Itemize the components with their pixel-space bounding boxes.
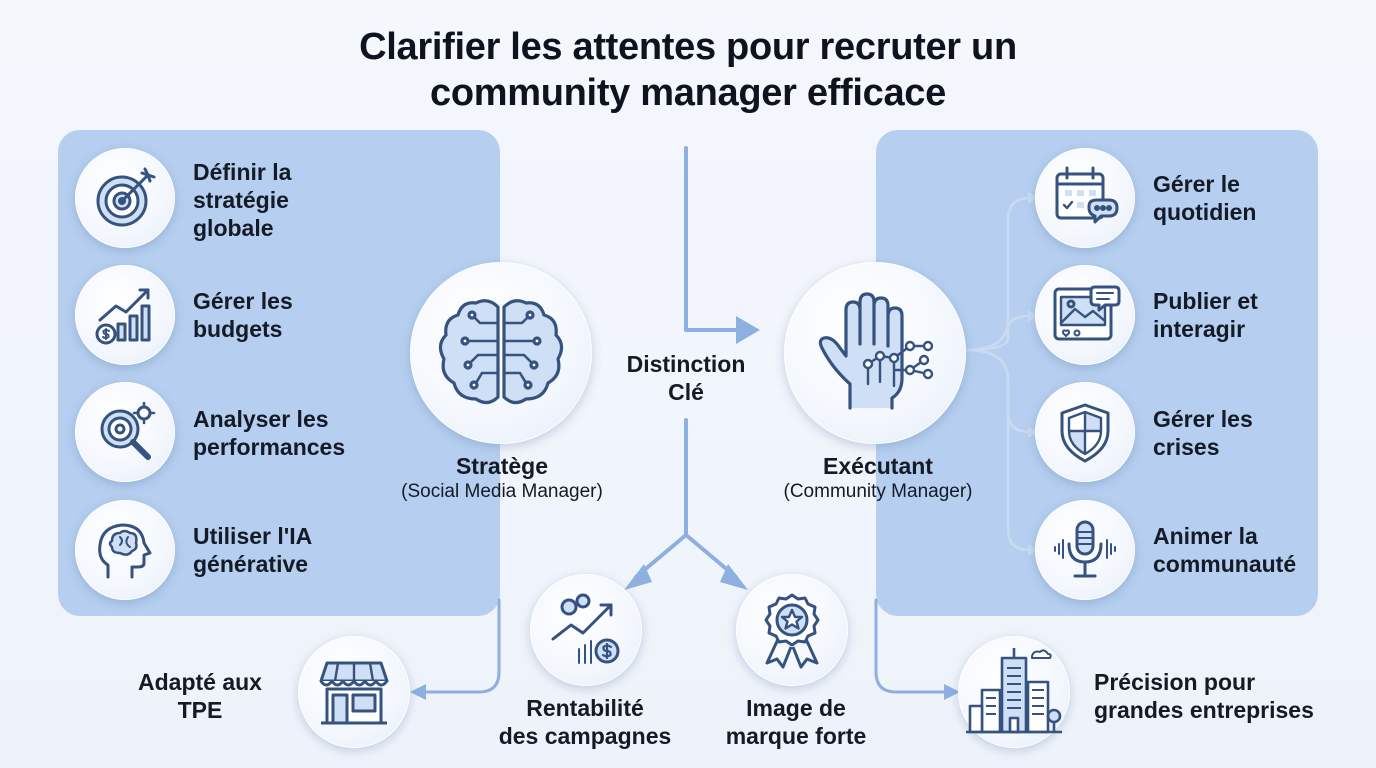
strategist-title: Stratège xyxy=(455,453,549,479)
award-badge-icon xyxy=(764,593,820,669)
executor-label: Exécutant (Community Manager) xyxy=(728,452,1028,504)
grandes-circle xyxy=(958,636,1070,748)
arrowhead-top xyxy=(736,316,760,344)
city-buildings-icon xyxy=(966,648,1062,734)
center-label: Distinction Clé xyxy=(626,351,746,405)
post-image-icon xyxy=(1053,285,1121,341)
title-line-2: community manager efficace xyxy=(430,72,946,114)
executor-title: Exécutant xyxy=(823,453,933,479)
left-item-4-circle xyxy=(75,500,175,600)
shield-icon xyxy=(1060,403,1110,463)
right-item-4-label: Animer la communauté xyxy=(1153,523,1297,577)
left-item-1-circle xyxy=(75,148,175,248)
grandes-label: Précision pour grandes entreprises xyxy=(1094,669,1314,723)
tpe-circle xyxy=(298,636,410,748)
connector-fan-1 xyxy=(964,196,1032,352)
arrowhead-fan-3 xyxy=(1028,426,1038,438)
left-item-2-label: Gérer les budgets xyxy=(193,288,293,342)
arrowhead-grandes xyxy=(944,684,960,700)
right-item-1-label: Gérer le quotidien xyxy=(1153,171,1257,225)
target-icon xyxy=(96,167,156,227)
calendar-chat-icon xyxy=(1055,166,1119,224)
connector-fan-3 xyxy=(964,348,1032,434)
right-item-3-circle xyxy=(1035,382,1135,482)
right-item-2-label: Publier et interagir xyxy=(1153,288,1258,342)
brain-circuit-icon xyxy=(438,299,564,405)
left-item-2-circle xyxy=(75,265,175,365)
ai-head-icon xyxy=(98,523,152,579)
arrowhead-branch-right xyxy=(720,564,748,590)
arrowhead-branch-left xyxy=(624,564,652,590)
microphone-icon xyxy=(1054,520,1116,578)
title-line-1: Clarifier les attentes pour recruter un xyxy=(359,26,1017,68)
connector-top xyxy=(684,146,738,332)
digital-hand-icon xyxy=(818,292,934,410)
image-label: Image de marque forte xyxy=(725,695,867,749)
arrowhead-fan-1 xyxy=(1028,192,1038,204)
right-item-4-circle xyxy=(1035,500,1135,600)
page-title: Clarifier les attentes pour recruter un … xyxy=(0,24,1376,116)
connector-grandes xyxy=(874,598,948,694)
right-item-1-circle xyxy=(1035,148,1135,248)
connector-fan-2 xyxy=(964,314,1032,352)
left-item-1-label: Définir la stratégie globale xyxy=(193,159,292,241)
arrowhead-fan-2 xyxy=(1028,310,1038,322)
arrowhead-tpe xyxy=(410,684,426,700)
left-item-3-circle xyxy=(75,382,175,482)
strategist-subtitle: (Social Media Manager) xyxy=(401,481,603,502)
arrowhead-fan-4 xyxy=(1028,544,1038,556)
left-item-3-label: Analyser les performances xyxy=(193,406,346,460)
rentabilite-label: Rentabilité des campagnes xyxy=(498,695,672,749)
executor-circle xyxy=(784,262,966,444)
rentabilite-circle xyxy=(530,574,642,686)
analytics-magnifier-icon xyxy=(100,401,156,460)
right-item-3-label: Gérer les crises xyxy=(1153,406,1253,460)
image-circle xyxy=(736,574,848,686)
connector-tpe xyxy=(422,598,501,694)
budget-chart-icon xyxy=(95,288,151,345)
shop-icon xyxy=(319,661,389,725)
strategist-circle xyxy=(410,262,592,444)
right-item-2-circle xyxy=(1035,265,1135,365)
left-item-4-label: Utiliser l'IA générative xyxy=(193,523,313,577)
tpe-label: Adapté aux TPE xyxy=(138,669,262,723)
growth-dollar-icon xyxy=(551,593,620,664)
connector-fan-4 xyxy=(964,348,1032,552)
strategist-label: Stratège (Social Media Manager) xyxy=(352,452,652,504)
executor-subtitle: (Community Manager) xyxy=(783,481,973,502)
